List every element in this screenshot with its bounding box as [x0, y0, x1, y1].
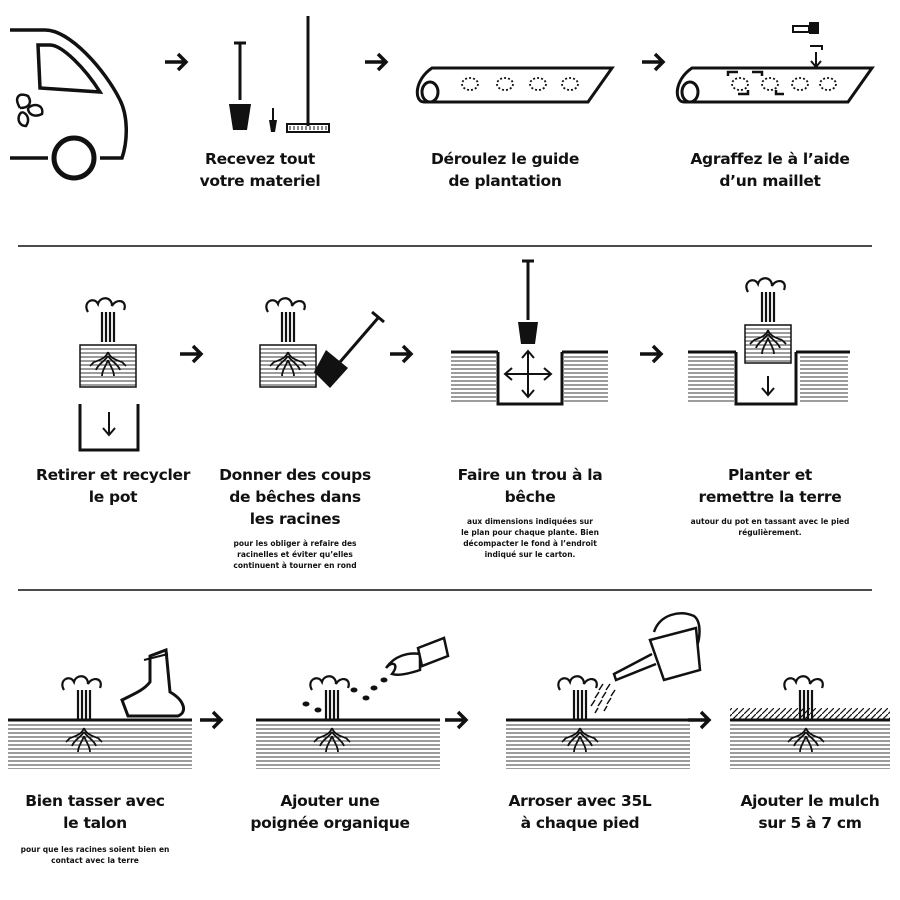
step-title: Bien tasser avec le talon	[25, 792, 165, 832]
arrow-icon	[642, 52, 666, 72]
step-description: pour les obliger à refaire des racinelle…	[233, 539, 357, 570]
step-title: Recevez tout votre materiel	[199, 150, 321, 190]
step-title: Ajouter une poignée organique	[250, 792, 410, 832]
step-description: autour du pot en tassant avec le pied ré…	[690, 517, 850, 537]
organic-handful-illustration	[256, 636, 450, 769]
step-description: aux dimensions indiquées sur le plan pou…	[461, 517, 599, 559]
root-cutting-illustration	[259, 297, 385, 388]
heel-tamping-illustration	[8, 647, 192, 769]
step-title: Arroser avec 35L à chaque pied	[508, 792, 652, 832]
step-title: Déroulez le guide de plantation	[430, 150, 580, 190]
step-title: Ajouter le mulch sur 5 à 7 cm	[740, 792, 880, 832]
staple-mat-illustration	[675, 22, 875, 104]
planting-illustration	[688, 277, 850, 406]
step-title: Planter et remettre la terre	[698, 466, 842, 506]
step-title: Faire un trou à la bêche	[457, 466, 603, 506]
tools-illustration	[229, 16, 330, 133]
arrow-icon	[165, 52, 189, 72]
arrow-icon	[365, 52, 389, 72]
arrow-icon	[445, 710, 469, 730]
step-description: pour que les racines soient bien en cont…	[20, 845, 170, 865]
arrow-icon	[640, 344, 664, 364]
step-title: Retirer et recycler le pot	[35, 466, 191, 506]
dig-hole-illustration	[451, 259, 608, 406]
step-title: Donner des coups de bêches dans les raci…	[219, 466, 371, 528]
arrow-icon	[688, 710, 712, 730]
arrow-icon	[180, 344, 204, 364]
arrow-icon	[200, 710, 224, 730]
arrow-icon	[390, 344, 414, 364]
unrolled-mat-illustration	[415, 66, 615, 104]
mulch-illustration	[730, 675, 890, 769]
pot-removal-illustration	[78, 297, 140, 452]
step-title: Agraffez le à l’aide d’un maillet	[690, 150, 850, 190]
watering-illustration	[506, 612, 702, 769]
car-illustration	[10, 28, 128, 181]
